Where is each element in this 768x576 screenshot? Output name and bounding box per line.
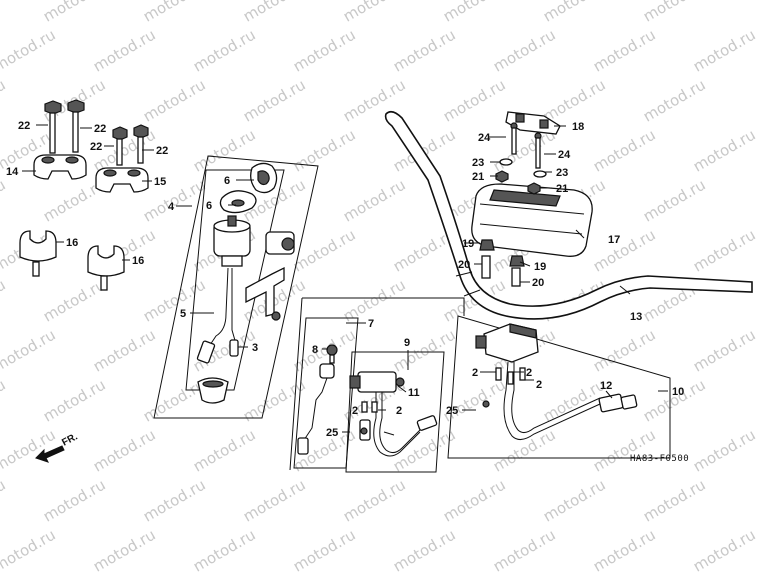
callout-10: 10 — [672, 386, 684, 398]
callout-11: 11 — [408, 387, 420, 399]
callout-24: 24 — [478, 132, 491, 144]
meter-cover-17 — [471, 183, 593, 257]
callout-22: 22 — [156, 145, 168, 157]
callout-6: 6 — [224, 175, 230, 187]
front-direction-arrow: FR. — [35, 431, 80, 463]
group-bracket-9 — [345, 351, 445, 473]
callout-21: 21 — [472, 171, 484, 183]
ignition-switch — [213, 215, 251, 267]
relay-10 — [475, 323, 539, 363]
switch-cover-6 — [250, 162, 278, 194]
callout-2: 2 — [472, 367, 478, 379]
washer-23-a — [499, 158, 513, 166]
callout-22: 22 — [90, 141, 102, 153]
callout-5: 5 — [180, 308, 186, 320]
callout-25: 25 — [326, 427, 338, 439]
callout-8: 8 — [312, 344, 318, 356]
callout-16: 16 — [66, 237, 78, 249]
handlebar-13 — [384, 110, 753, 320]
upper-holder-14 — [33, 154, 87, 180]
switch-key-holder — [265, 231, 295, 255]
callout-22: 22 — [94, 123, 106, 135]
terminals-2-center — [360, 401, 378, 435]
callout-2: 2 — [526, 367, 532, 379]
harness-10 — [503, 361, 638, 440]
callout-15: 15 — [154, 176, 166, 188]
bolt-22-c — [112, 126, 128, 166]
bolt-24-b — [534, 132, 542, 169]
callout-2: 2 — [396, 405, 402, 417]
callout-25: 25 — [446, 405, 458, 417]
callout-13: 13 — [630, 311, 642, 323]
callout-9: 9 — [404, 337, 410, 349]
screw-8 — [326, 344, 338, 364]
callout-3: 3 — [252, 342, 258, 354]
bracket-18 — [505, 111, 561, 135]
callout-7: 7 — [368, 318, 374, 330]
callout-16: 16 — [132, 255, 144, 267]
group-bracket-4 — [153, 155, 319, 419]
handlebar-knurl — [455, 271, 481, 297]
washer-23-b — [533, 170, 547, 178]
callout-17: 17 — [608, 234, 620, 246]
callout-18: 18 — [572, 121, 584, 133]
switch-wire — [207, 267, 237, 349]
callout-2: 2 — [352, 405, 358, 417]
wire-connector-3 — [196, 339, 239, 364]
bolt-22-b — [67, 99, 85, 153]
callout-23: 23 — [556, 167, 568, 179]
nut-21-b — [527, 182, 541, 195]
upper-holder-15 — [95, 167, 149, 193]
callout-6: 6 — [206, 200, 212, 212]
callout-12: 12 — [600, 380, 612, 392]
diagram-code: HA83-F0500 — [630, 454, 689, 464]
regulator-11 — [349, 371, 405, 393]
lower-holder-16-b — [87, 245, 125, 291]
callout-4: 4 — [168, 201, 175, 213]
callout-21: 21 — [556, 183, 568, 195]
bolt-24-a — [510, 122, 518, 155]
outer-bracket — [289, 297, 465, 471]
collar-20-a — [481, 255, 491, 279]
switch-bracket — [245, 266, 285, 321]
group-bracket-10 — [447, 315, 671, 459]
bolt-22-d — [133, 124, 149, 164]
nut-21-a — [495, 170, 509, 183]
switch-boot — [197, 377, 229, 404]
callout-2: 2 — [536, 379, 542, 391]
rubber-seal-6 — [219, 190, 257, 214]
grommet-19-a — [479, 239, 495, 251]
callout-14: 14 — [6, 166, 19, 178]
leader-lines — [22, 124, 668, 436]
callout-24: 24 — [558, 149, 571, 161]
grommet-19-b — [509, 255, 525, 267]
callout-19: 19 — [534, 261, 546, 273]
callout-23: 23 — [472, 157, 484, 169]
front-direction-label: FR. — [60, 431, 80, 448]
callout-19: 19 — [462, 238, 474, 250]
callout-20: 20 — [458, 259, 470, 271]
bolt-22-a — [44, 100, 62, 154]
callout-22: 22 — [18, 120, 30, 132]
relay-7 — [297, 363, 335, 455]
callout-20: 20 — [532, 277, 544, 289]
lower-holder-16-a — [19, 230, 57, 277]
collar-20-b — [511, 267, 521, 287]
